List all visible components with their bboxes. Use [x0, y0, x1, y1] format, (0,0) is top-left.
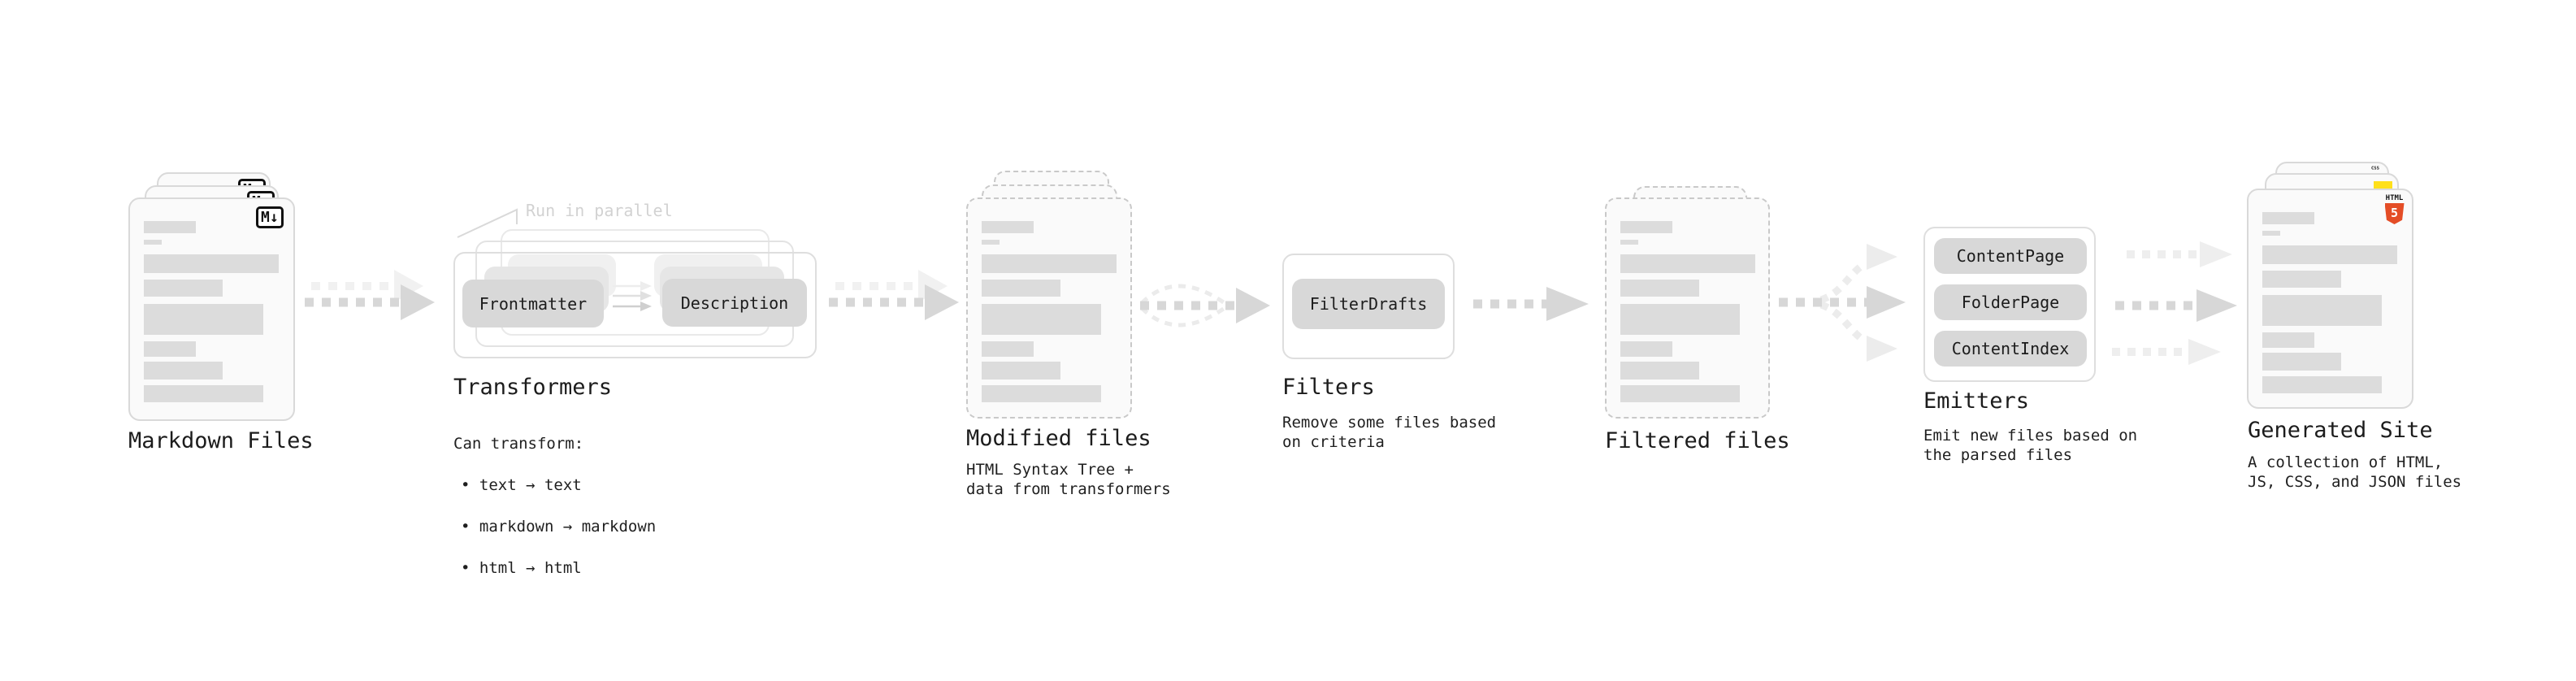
caption-bullet: • html → html	[461, 559, 582, 577]
transformers-title: Transformers	[453, 375, 613, 400]
pill-label: Description	[680, 293, 789, 313]
skeleton-line	[1620, 254, 1755, 273]
filters-title: Filters	[1282, 375, 1375, 400]
pill-label: Frontmatter	[479, 293, 588, 314]
skeleton-line	[144, 304, 263, 335]
filtered-file-card-front	[1605, 197, 1770, 419]
skeleton-line	[1620, 385, 1740, 402]
generated-site-caption: A collection of HTML, JS, CSS, and JSON …	[2248, 453, 2462, 491]
skeleton-line	[982, 341, 1034, 357]
document-skeleton	[982, 221, 1121, 404]
skeleton-line	[982, 362, 1060, 380]
flow-arrow-transformers-to-modified	[829, 270, 959, 320]
document-skeleton	[1620, 221, 1760, 404]
flow-arrow-markdown-to-transformers	[305, 270, 435, 320]
skeleton-line	[1620, 304, 1740, 335]
skeleton-line	[144, 341, 196, 357]
transformer-pill-description: Description	[662, 279, 807, 327]
skeleton-line	[144, 362, 223, 380]
markdown-badge: M↓	[256, 206, 284, 228]
skeleton-line	[1620, 362, 1699, 380]
js-badge	[2374, 181, 2392, 189]
pill-label: FolderPage	[1961, 293, 2060, 312]
flow-arrows-emitters-to-site	[2112, 241, 2237, 365]
caption-bullet: • markdown → markdown	[461, 518, 657, 536]
filtered-files-title: Filtered files	[1605, 428, 1790, 453]
emitter-pill-contentpage: ContentPage	[1934, 238, 2087, 274]
run-in-parallel-label: Run in parallel	[526, 201, 673, 220]
html5-shield-icon: 5	[2384, 203, 2405, 224]
skeleton-line	[982, 254, 1117, 273]
skeleton-line	[982, 304, 1101, 335]
flow-arrow-modified-to-filters	[1140, 284, 1270, 327]
transformer-inner-arrows	[613, 281, 652, 311]
transformers-caption: Can transform: • text → text • markdown …	[453, 414, 656, 599]
filters-box	[1282, 254, 1455, 359]
pill-label: ContentPage	[1956, 246, 2065, 266]
document-skeleton	[2262, 212, 2402, 395]
skeleton-line	[2262, 271, 2341, 288]
skeleton-line	[2262, 212, 2314, 224]
skeleton-line	[144, 221, 196, 233]
markdown-badge-label: M↓	[261, 209, 279, 226]
skeleton-line	[144, 240, 162, 245]
skeleton-line	[982, 280, 1060, 297]
emitters-caption: Emit new files based on the parsed files	[1923, 427, 2138, 464]
skeleton-line	[982, 240, 1000, 245]
emitter-pill-folderpage: FolderPage	[1934, 284, 2087, 320]
skeleton-line	[1620, 280, 1699, 297]
skeleton-line	[1620, 341, 1672, 357]
skeleton-line	[144, 280, 223, 297]
filter-pill-filterdrafts: FilterDrafts	[1292, 279, 1445, 329]
caption-heading: Can transform:	[453, 435, 584, 453]
run-in-parallel-connector	[457, 208, 518, 238]
modified-files-caption: HTML Syntax Tree + data from transformer…	[966, 461, 1171, 498]
generated-site-title: Generated Site	[2248, 418, 2433, 443]
emitters-box	[1923, 227, 2096, 382]
filters-caption: Remove some files based on criteria	[1282, 414, 1497, 451]
html5-badge-label: HTML	[2385, 194, 2404, 202]
flow-arrows-filtered-to-emitters	[1779, 244, 1906, 362]
skeleton-line	[2262, 332, 2314, 348]
document-skeleton	[144, 221, 284, 404]
modified-files-title: Modified files	[966, 426, 1151, 451]
skeleton-line	[2262, 231, 2280, 236]
skeleton-line	[2262, 245, 2397, 264]
markdown-file-card-front: M↓	[128, 197, 295, 421]
emitters-title: Emitters	[1923, 388, 2030, 414]
skeleton-line	[2262, 295, 2382, 326]
skeleton-line	[2262, 376, 2382, 393]
skeleton-line	[1620, 240, 1638, 245]
skeleton-line	[1620, 221, 1672, 233]
emitter-pill-contentindex: ContentIndex	[1934, 331, 2087, 367]
skeleton-line	[144, 254, 279, 273]
transformer-pill-frontmatter: Frontmatter	[462, 280, 604, 327]
site-file-card-front: HTML 5	[2247, 189, 2413, 409]
pill-label: ContentIndex	[1951, 339, 2070, 358]
skeleton-line	[144, 385, 263, 402]
html5-badge-number: 5	[2390, 206, 2399, 220]
transformers-box-front	[453, 252, 817, 358]
skeleton-line	[2262, 353, 2341, 371]
modified-file-card-front	[966, 197, 1132, 419]
skeleton-line	[982, 221, 1034, 233]
css-badge-label: CSS	[2371, 165, 2379, 171]
markdown-files-title: Markdown Files	[128, 428, 314, 453]
pill-label: FilterDrafts	[1309, 294, 1428, 314]
caption-bullet: • text → text	[461, 476, 582, 494]
skeleton-line	[982, 385, 1101, 402]
html5-badge: HTML 5	[2384, 194, 2405, 225]
flow-arrow-filters-to-filtered	[1473, 287, 1589, 321]
